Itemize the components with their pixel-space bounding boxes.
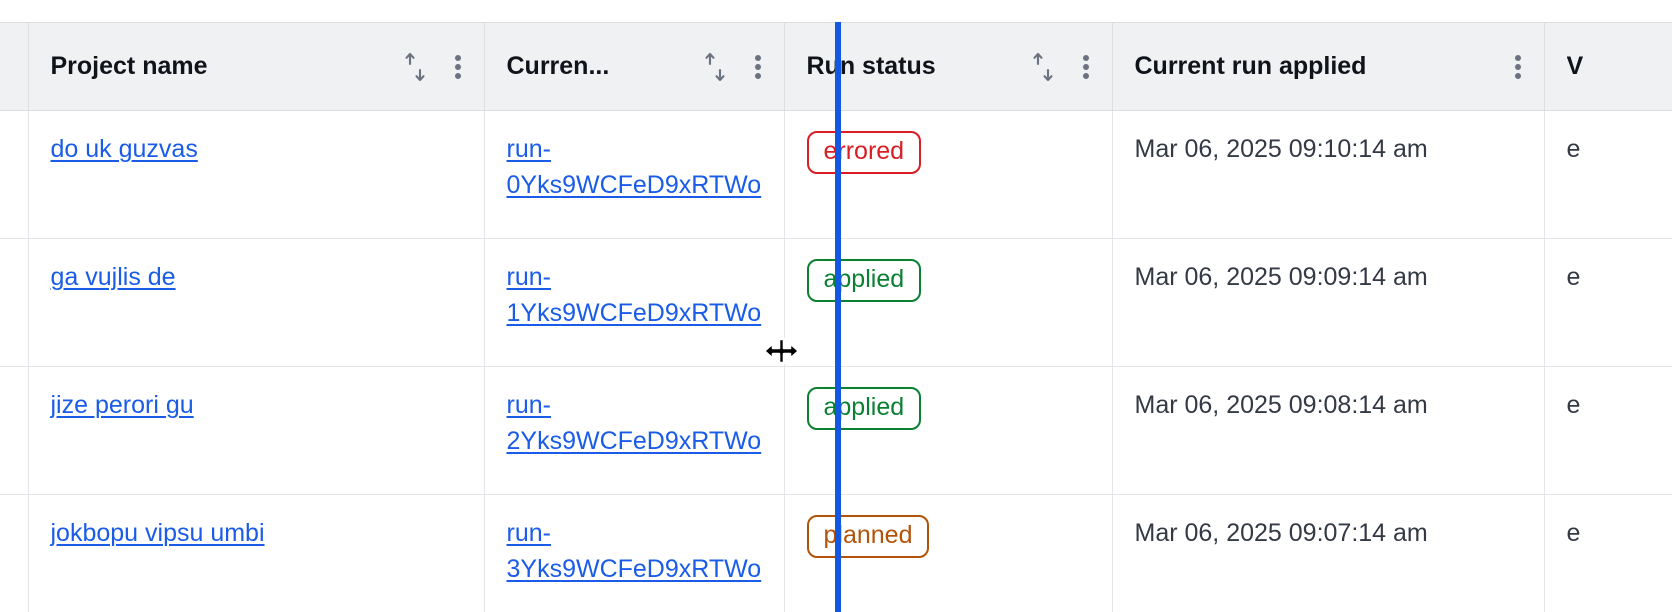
table-row: jize perori gu run-2Yks9WCFeD9xRTWo appl… bbox=[0, 366, 1672, 495]
cell-project-name: jize perori gu bbox=[28, 366, 485, 495]
table-top-strip bbox=[0, 0, 1672, 22]
table-header-row: Project name bbox=[0, 22, 1672, 111]
table-body: do uk guzvas run-0Yks9WCFeD9xRTWo errore… bbox=[0, 110, 1672, 612]
status-badge: applied bbox=[806, 387, 922, 431]
cell-project-name: jokbopu vipsu umbi bbox=[28, 494, 485, 612]
column-header-actions-current-run bbox=[702, 51, 762, 83]
row-select-cell[interactable] bbox=[0, 238, 29, 367]
current-run-link[interactable]: run-3Yks9WCFeD9xRTWo bbox=[506, 519, 762, 584]
table-row: ga vujlis de run-1Yks9WCFeD9xRTWo applie… bbox=[0, 238, 1672, 367]
column-header-actions-project-name bbox=[402, 51, 462, 83]
cell-current-run-applied: Mar 06, 2025 09:08:14 am bbox=[1112, 366, 1545, 495]
kebab-menu-icon[interactable] bbox=[1514, 51, 1522, 83]
projects-table: Project name bbox=[0, 22, 1672, 612]
cell-project-name: ga vujlis de bbox=[28, 238, 485, 367]
project-name-link[interactable]: ga vujlis de bbox=[50, 263, 176, 291]
cell-next-column: e bbox=[1544, 494, 1672, 612]
cell-next-column: e bbox=[1544, 110, 1672, 239]
sort-arrows-icon[interactable] bbox=[402, 51, 428, 83]
cell-current-run-applied: Mar 06, 2025 09:07:14 am bbox=[1112, 494, 1545, 612]
column-header-current-run-applied[interactable]: Current run applied bbox=[1112, 22, 1545, 111]
cell-project-name: do uk guzvas bbox=[28, 110, 485, 239]
sort-arrows-icon[interactable] bbox=[702, 51, 728, 83]
project-name-link[interactable]: jokbopu vipsu umbi bbox=[50, 519, 265, 547]
project-name-link[interactable]: jize perori gu bbox=[50, 391, 194, 419]
current-run-link[interactable]: run-0Yks9WCFeD9xRTWo bbox=[506, 135, 762, 200]
cell-next-column: e bbox=[1544, 238, 1672, 367]
column-header-label-current-run: Curren... bbox=[506, 52, 610, 80]
current-run-link[interactable]: run-1Yks9WCFeD9xRTWo bbox=[506, 263, 762, 328]
cell-run-status: planned bbox=[784, 494, 1113, 612]
cell-current-run-applied: Mar 06, 2025 09:10:14 am bbox=[1112, 110, 1545, 239]
cell-current-run: run-3Yks9WCFeD9xRTWo bbox=[484, 494, 785, 612]
column-header-label-current-run-applied: Current run applied bbox=[1134, 52, 1367, 80]
kebab-menu-icon[interactable] bbox=[1082, 51, 1090, 83]
column-header-next-column[interactable]: V bbox=[1544, 22, 1672, 111]
cell-run-status: errored bbox=[784, 110, 1113, 239]
cell-run-status: applied bbox=[784, 366, 1113, 495]
row-select-cell[interactable] bbox=[0, 110, 29, 239]
column-header-label-project-name: Project name bbox=[50, 52, 208, 80]
column-header-actions-current-run-applied bbox=[1514, 51, 1522, 83]
status-badge: applied bbox=[806, 259, 922, 303]
table-row: jokbopu vipsu umbi run-3Yks9WCFeD9xRTWo … bbox=[0, 494, 1672, 612]
cell-current-run: run-1Yks9WCFeD9xRTWo bbox=[484, 238, 785, 367]
status-badge: planned bbox=[806, 515, 930, 559]
cell-current-run: run-0Yks9WCFeD9xRTWo bbox=[484, 110, 785, 239]
row-select-cell[interactable] bbox=[0, 366, 29, 495]
column-header-label-next-column: V bbox=[1566, 52, 1584, 80]
kebab-menu-icon[interactable] bbox=[754, 51, 762, 83]
column-header-run-status[interactable]: Run status bbox=[784, 22, 1113, 111]
cell-current-run-applied: Mar 06, 2025 09:09:14 am bbox=[1112, 238, 1545, 367]
status-badge: errored bbox=[806, 131, 922, 175]
project-name-link[interactable]: do uk guzvas bbox=[50, 135, 198, 163]
table-row: do uk guzvas run-0Yks9WCFeD9xRTWo errore… bbox=[0, 110, 1672, 239]
row-select-cell[interactable] bbox=[0, 494, 29, 612]
column-header-select[interactable] bbox=[0, 22, 29, 111]
column-header-current-run[interactable]: Curren... bbox=[484, 22, 785, 111]
cell-run-status: applied bbox=[784, 238, 1113, 367]
column-header-project-name[interactable]: Project name bbox=[28, 22, 485, 111]
column-header-label-run-status: Run status bbox=[806, 52, 936, 80]
column-header-actions-run-status bbox=[1030, 51, 1090, 83]
sort-arrows-icon[interactable] bbox=[1030, 51, 1056, 83]
kebab-menu-icon[interactable] bbox=[454, 51, 462, 83]
table-header: Project name bbox=[0, 22, 1672, 111]
current-run-link[interactable]: run-2Yks9WCFeD9xRTWo bbox=[506, 391, 762, 456]
cell-current-run: run-2Yks9WCFeD9xRTWo bbox=[484, 366, 785, 495]
cell-next-column: e bbox=[1544, 366, 1672, 495]
